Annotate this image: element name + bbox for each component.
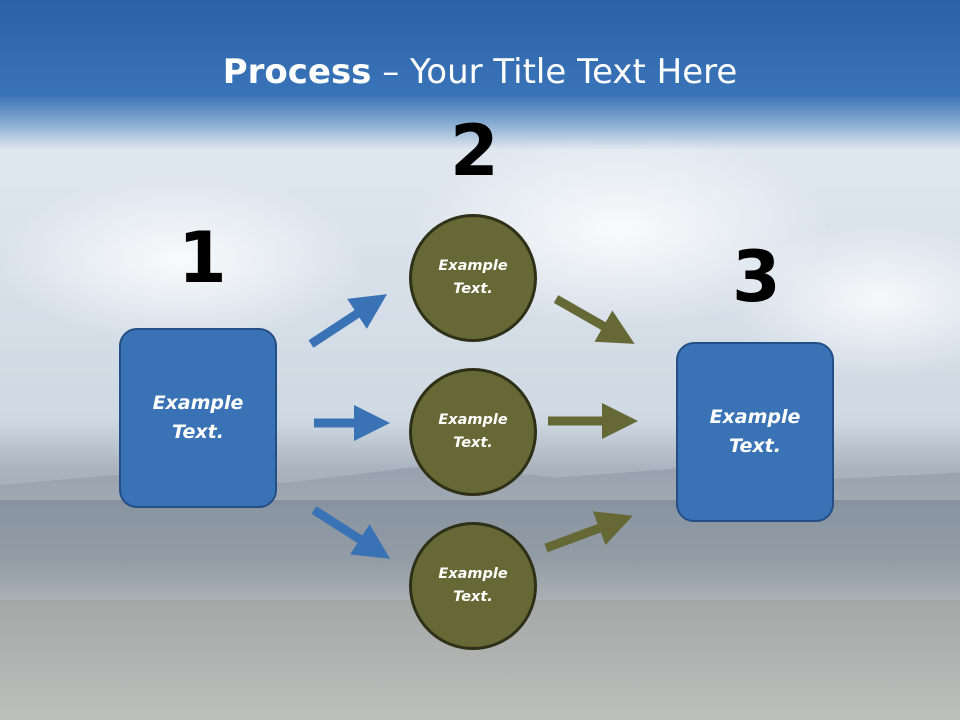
step-3-line2: Text. [729,435,781,457]
arrow-olive-up [544,511,633,553]
step-number-1: 1 [178,217,227,299]
circle-top[interactable]: Example Text. [409,214,537,342]
step-3-line1: Example [709,406,801,428]
circle-top-line2: Text. [453,281,493,297]
circle-bottom[interactable]: Example Text. [409,522,537,650]
circle-top-line1: Example [438,258,508,274]
arrow-olive-down [553,295,635,344]
arrow-blue-down [311,506,391,559]
slide-title[interactable]: Process – Your Title Text Here [0,52,960,92]
circle-middle-line2: Text. [453,435,493,451]
step-1-line1: Example [152,392,244,414]
circle-middle[interactable]: Example Text. [409,368,537,496]
step-1-line2: Text. [172,421,224,443]
title-rest: – Your Title Text Here [371,52,738,92]
circle-bottom-line2: Text. [453,589,493,605]
arrow-blue-up [308,294,388,348]
circle-bottom-line1: Example [438,566,508,582]
step-1-box[interactable]: Example Text. [119,328,277,508]
title-bold: Process [222,52,372,92]
step-3-box[interactable]: Example Text. [676,342,834,522]
step-number-2: 2 [450,110,499,192]
step-number-3: 3 [732,236,781,318]
circle-middle-line1: Example [438,412,508,428]
